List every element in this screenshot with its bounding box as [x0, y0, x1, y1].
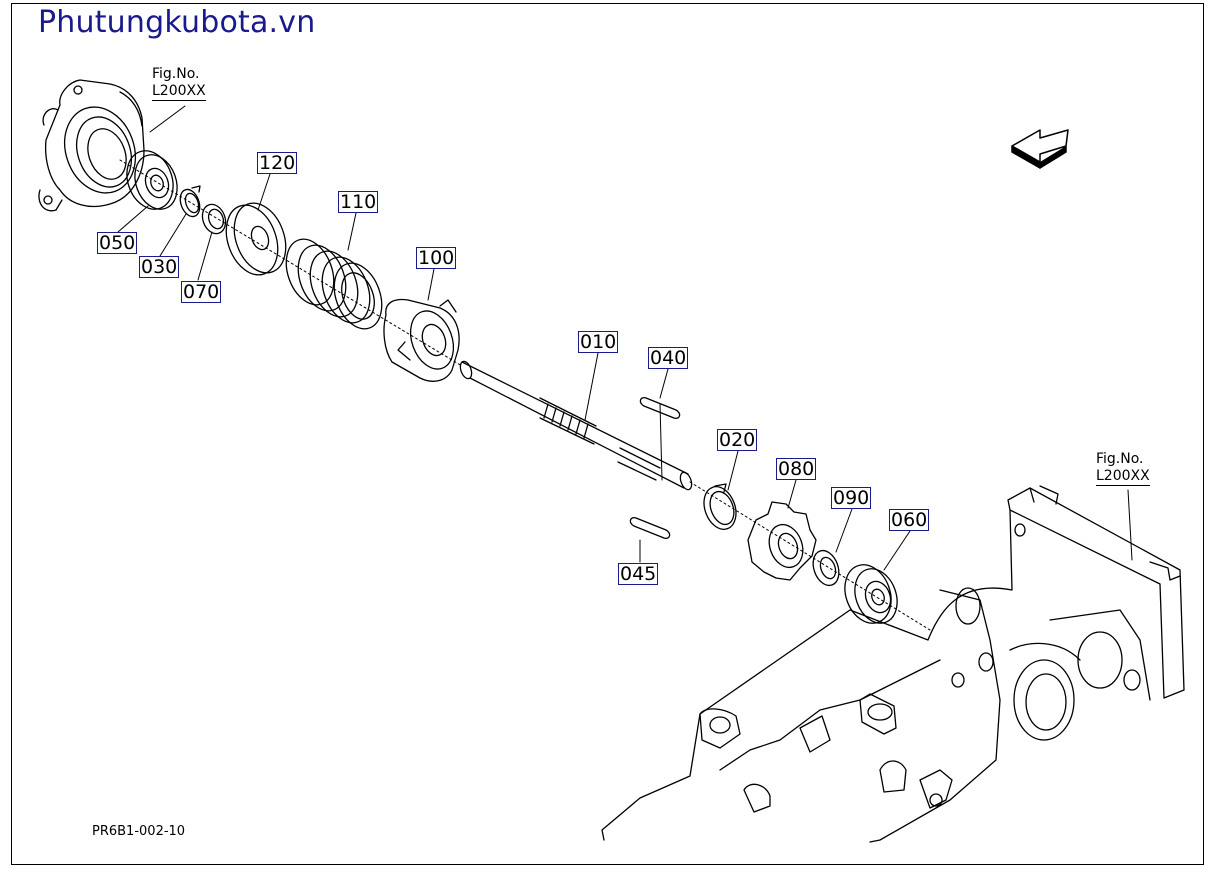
ball-bearing-060-part [844, 564, 898, 624]
key-045-part [629, 517, 671, 539]
callout-040: 040 [648, 347, 689, 369]
callout-110: 110 [338, 191, 379, 213]
figure-ref-code: L200XX [152, 83, 206, 101]
assembly-axis-line [119, 159, 931, 631]
drawing-code: PR6B1-002-10 [92, 824, 186, 839]
ball-bearing-050-part [126, 150, 178, 210]
bearing-housing-part [38, 79, 145, 212]
figure-reference-bottom: Fig.No. L200XX [1096, 451, 1150, 486]
sprocket-080-part [747, 501, 817, 581]
transmission-frame-part [601, 485, 1185, 843]
figure-ref-label: Fig.No. [1096, 451, 1144, 467]
snap-ring-020-part [703, 483, 737, 530]
callout-100: 100 [416, 247, 457, 269]
callout-080: 080 [776, 458, 817, 480]
brand-title: Phutungkubota.vn [38, 5, 316, 40]
callout-010: 010 [578, 331, 619, 353]
figure-ref-code: L200XX [1096, 468, 1150, 486]
plate-120-part [225, 202, 287, 276]
spring-110-part [285, 238, 383, 330]
callout-120: 120 [257, 152, 298, 174]
washer-070-part [201, 203, 227, 235]
snap-ring-030-part [179, 185, 201, 218]
callout-070: 070 [181, 281, 222, 303]
callout-060: 060 [889, 509, 930, 531]
callout-050: 050 [97, 232, 138, 254]
drawing-frame [11, 3, 1204, 865]
shaft-010-part [459, 360, 693, 491]
washer-090-part [812, 549, 840, 587]
callout-leader-lines [117, 105, 1133, 571]
shift-collar-100-part [383, 298, 460, 382]
callout-090: 090 [831, 487, 872, 509]
callout-030: 030 [139, 256, 180, 278]
key-040-part [639, 397, 681, 419]
figure-reference-top: Fig.No. L200XX [152, 66, 206, 101]
figure-ref-label: Fig.No. [152, 66, 200, 82]
direction-arrow-icon [1011, 129, 1069, 169]
callout-020: 020 [717, 429, 758, 451]
callout-045: 045 [618, 563, 659, 585]
